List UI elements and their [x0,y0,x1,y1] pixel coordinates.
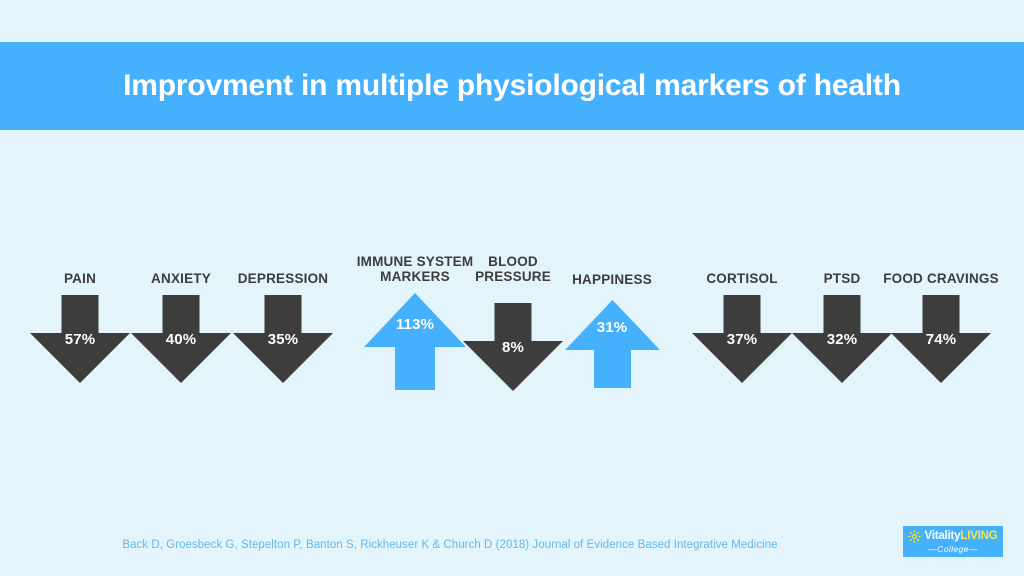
page-title: Improvment in multiple physiological mar… [123,69,901,102]
arrow-down-icon [233,295,333,383]
arrow-up-icon [564,300,660,388]
marker-value: 32% [826,331,858,348]
logo-word-living: LIVING [960,529,998,542]
marker-label: PTSD [824,271,861,286]
marker-label-line: CORTISOL [706,271,778,286]
marker-label: DEPRESSION [238,271,329,286]
marker-value: 40% [165,331,197,348]
marker-label-line: PAIN [63,271,97,286]
arrow-down-icon [30,295,130,383]
marker-label: PAIN [64,271,96,286]
marker-label-line: PRESSURE [475,269,551,284]
logo-wordmark-row: Vitality LIVING [908,529,998,544]
arrow-down-icon [463,303,563,391]
sun-icon [908,529,922,543]
title-banner: Improvment in multiple physiological mar… [0,42,1024,130]
marker-label-line: DEPRESSION [237,271,329,286]
marker-value: 57% [64,331,96,348]
arrow-up-icon [364,293,466,390]
arrow-down-icon [891,295,991,383]
marker-label-line: BLOOD [488,254,538,269]
arrow-down-icon [131,295,231,383]
marker-value: 113% [395,316,435,333]
marker-label-line: IMMUNE SYSTEM [356,254,474,269]
marker-label-line: MARKERS [380,269,450,284]
marker-label: ANXIETY [151,271,211,286]
logo-word-vitality: Vitality [924,529,961,542]
marker-value: 31% [596,319,628,336]
marker-label-line: PTSD [823,271,861,286]
marker-label: FOOD CRAVINGS [883,271,999,286]
citation-text: Back D, Groesbeck G, Stepelton P, Banton… [122,539,778,551]
marker-label: CORTISOL [706,271,777,286]
marker-label: HAPPINESS [572,272,652,287]
marker-label-line: HAPPINESS [572,272,652,287]
marker-label-line: FOOD CRAVINGS [883,271,999,286]
marker-label-line: ANXIETY [151,271,211,286]
marker-value: 37% [726,331,758,348]
marker-value: 8% [501,339,525,356]
arrow-down-icon [792,295,892,383]
vitality-living-college-logo[interactable]: Vitality LIVING —College— [903,526,1003,557]
marker-value: 35% [267,331,299,348]
arrow-down-icon [692,295,792,383]
marker-value: 74% [925,331,957,348]
logo-tagline-college: —College— [928,543,978,554]
